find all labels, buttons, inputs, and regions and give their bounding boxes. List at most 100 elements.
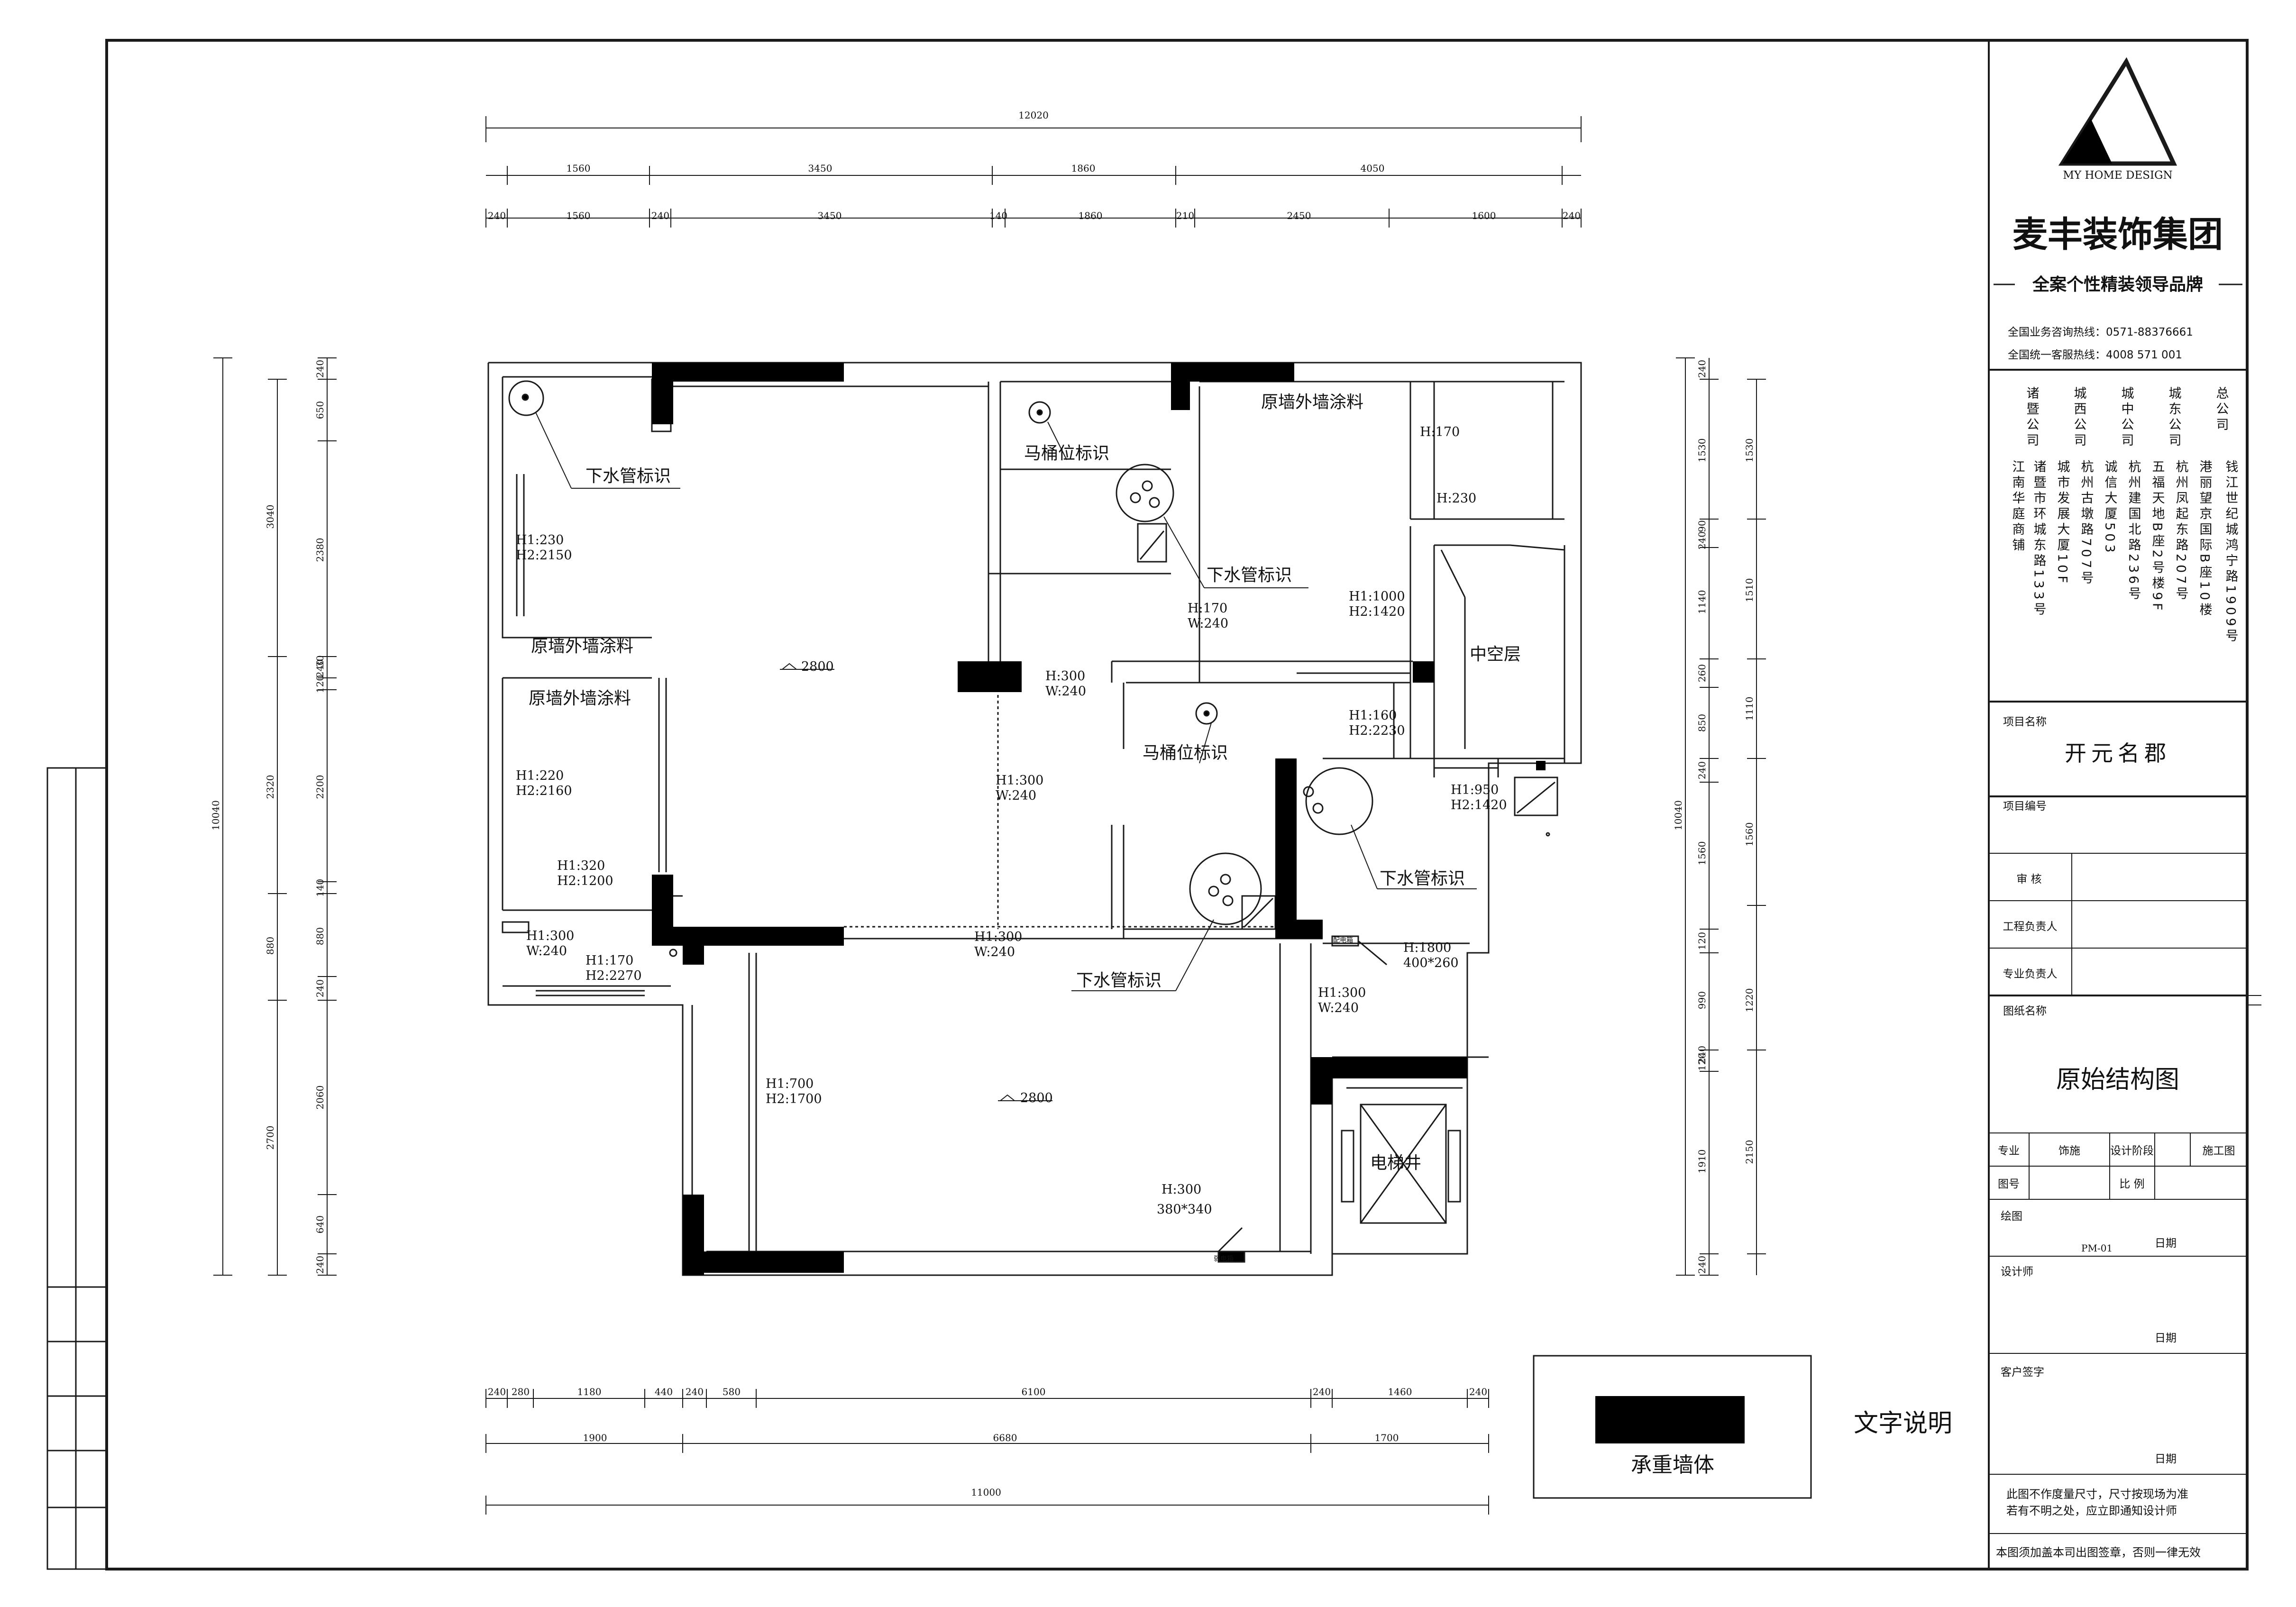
dim-bottom-a: 240 bbox=[686, 1386, 704, 1397]
dim-right-a: 240 bbox=[1696, 1256, 1708, 1274]
spec: H1:300 bbox=[526, 929, 574, 943]
spec: H:230 bbox=[1436, 491, 1476, 506]
dim-top-b: 210 bbox=[1176, 210, 1194, 221]
note-3: 本图须加盖本司出图签章，否则一律无效 bbox=[1996, 1546, 2201, 1559]
dim-top-a: 4050 bbox=[1361, 163, 1385, 174]
spec: H1:950 bbox=[1451, 783, 1499, 797]
spec: H1:230 bbox=[516, 533, 564, 548]
dim-bottom-b: 1700 bbox=[1375, 1432, 1399, 1443]
dim-bottom-total: 11000 bbox=[971, 1487, 1001, 1498]
ceiling-height-label: 2800 bbox=[1020, 1091, 1053, 1105]
dim-bottom-a: 1460 bbox=[1388, 1386, 1412, 1397]
spec: 400*260 bbox=[1403, 956, 1459, 970]
void-label: 中空层 bbox=[1470, 645, 1521, 664]
dim-top-b: 3450 bbox=[818, 210, 842, 221]
spec: W:240 bbox=[526, 944, 567, 959]
drain-label: 下水管标识 bbox=[1380, 869, 1465, 888]
load-bearing-walls bbox=[652, 363, 1546, 1275]
designer-label: 设计师 bbox=[2001, 1266, 2033, 1278]
client-sign-label: 客户签字 bbox=[2001, 1366, 2044, 1379]
specialist-label: 专业负责人 bbox=[2003, 968, 2058, 980]
dim-right-a: 240 bbox=[1696, 360, 1708, 378]
dim-left-a: 2700 bbox=[265, 1126, 276, 1150]
branch-name: 诸暨公司 bbox=[2024, 386, 2039, 449]
dim-right-b: 1560 bbox=[1744, 822, 1755, 847]
dim-right-a: 1910 bbox=[1696, 1150, 1708, 1174]
dim-left-b: 2380 bbox=[314, 538, 326, 562]
spec: H:300 bbox=[1162, 1182, 1201, 1197]
drawing-no-label: 图号 bbox=[1998, 1178, 2020, 1190]
drain-icon bbox=[1116, 464, 1174, 522]
dim-bottom-a: 240 bbox=[488, 1386, 506, 1397]
branch-address: 江南华庭商铺 bbox=[2010, 460, 2025, 554]
spec: H1:700 bbox=[766, 1077, 814, 1091]
dim-right-a: 240 bbox=[1696, 531, 1708, 549]
dim-left-b: 120 bbox=[314, 675, 326, 693]
dim-top-b: 1560 bbox=[567, 210, 591, 221]
project-no-label: 项目编号 bbox=[2003, 800, 2047, 813]
dim-top-a: 3450 bbox=[808, 163, 832, 174]
plan-outline bbox=[487, 362, 1582, 1276]
discipline-label: 专业 bbox=[1998, 1145, 2020, 1157]
dim-left-b: 240 bbox=[314, 979, 326, 997]
drain-icon bbox=[1189, 852, 1262, 925]
dim-right-a: 850 bbox=[1696, 714, 1708, 732]
spec: H1:300 bbox=[1318, 986, 1366, 1000]
spec: H2:1700 bbox=[766, 1092, 822, 1106]
dim-left-b: 640 bbox=[314, 1215, 326, 1233]
drawing-frame bbox=[105, 39, 2249, 1570]
spec: H:170 bbox=[1188, 601, 1227, 616]
dim-right-a: 120 bbox=[1696, 932, 1708, 950]
dim-left-b: 30 bbox=[314, 655, 326, 667]
drain-markers bbox=[508, 380, 1373, 925]
branch-address: 诸暨市环城东路133号 bbox=[2031, 460, 2047, 618]
dim-bottom-a: 240 bbox=[1313, 1386, 1331, 1397]
ceiling-elevation-marks bbox=[780, 663, 1052, 1101]
dim-top-b: 1600 bbox=[1472, 210, 1496, 221]
spec: H:170 bbox=[1420, 425, 1460, 439]
branch-address: 杭州古墩路707号 bbox=[2079, 460, 2094, 587]
spec: W:240 bbox=[1188, 616, 1228, 631]
branch-name: 城中公司 bbox=[2119, 386, 2134, 449]
discipline-value: 饰施 bbox=[2058, 1145, 2080, 1157]
dim-bottom-a: 1180 bbox=[577, 1386, 602, 1397]
spec: H2:1420 bbox=[1451, 798, 1507, 813]
panel-label: 弱电箱 bbox=[1214, 1255, 1234, 1263]
dim-bottom-a: 6100 bbox=[1022, 1386, 1046, 1397]
dim-left-a: 2320 bbox=[265, 775, 276, 799]
toilet-icon bbox=[1195, 702, 1218, 725]
load-wall-swatch bbox=[1595, 1396, 1745, 1443]
dim-right-a: 240 bbox=[1696, 1046, 1708, 1064]
legend-box bbox=[1533, 1355, 1812, 1499]
dim-top-total: 12020 bbox=[1018, 110, 1049, 121]
dim-bottom-a: 580 bbox=[723, 1386, 741, 1397]
drain-label: 下水管标识 bbox=[1207, 566, 1292, 585]
review-label: 审 核 bbox=[2016, 873, 2041, 886]
spec: 380*340 bbox=[1157, 1202, 1212, 1217]
spec: H2:2270 bbox=[585, 968, 642, 983]
note-1: 此图不作度量尺寸，尺寸按现场为准 bbox=[2006, 1488, 2188, 1501]
dim-right-a: 90 bbox=[1696, 520, 1708, 532]
top-dimension-lines bbox=[485, 116, 1582, 228]
dim-top-b: 240 bbox=[488, 210, 506, 221]
dim-top-b: 240 bbox=[651, 210, 669, 221]
scale-label: 比 例 bbox=[2119, 1178, 2144, 1190]
logo-text: MY HOME DESIGN bbox=[2063, 169, 2172, 182]
dim-left-b: 650 bbox=[314, 401, 326, 419]
bottom-dimension-lines bbox=[485, 1389, 1489, 1515]
dim-left-b: 240 bbox=[314, 1256, 326, 1274]
branch-name: 城西公司 bbox=[2072, 386, 2086, 449]
drawn-label: 绘图 bbox=[2001, 1210, 2022, 1223]
spec: H2:1200 bbox=[557, 874, 613, 888]
dim-top-b: 1860 bbox=[1079, 210, 1103, 221]
dim-left-b: 240 bbox=[314, 360, 326, 378]
branch-address: 城市发展大厦10F bbox=[2055, 460, 2070, 586]
drawing-name-label: 图纸名称 bbox=[2003, 1005, 2047, 1017]
dim-right-b: 1220 bbox=[1744, 988, 1755, 1013]
spec: W:240 bbox=[974, 945, 1015, 959]
note-2: 若有不明之处，应立即通知设计师 bbox=[2006, 1504, 2177, 1517]
dim-left-b: 2200 bbox=[314, 775, 326, 799]
dim-left-total: 10040 bbox=[210, 800, 221, 831]
stage-value: 施工图 bbox=[2203, 1145, 2235, 1157]
